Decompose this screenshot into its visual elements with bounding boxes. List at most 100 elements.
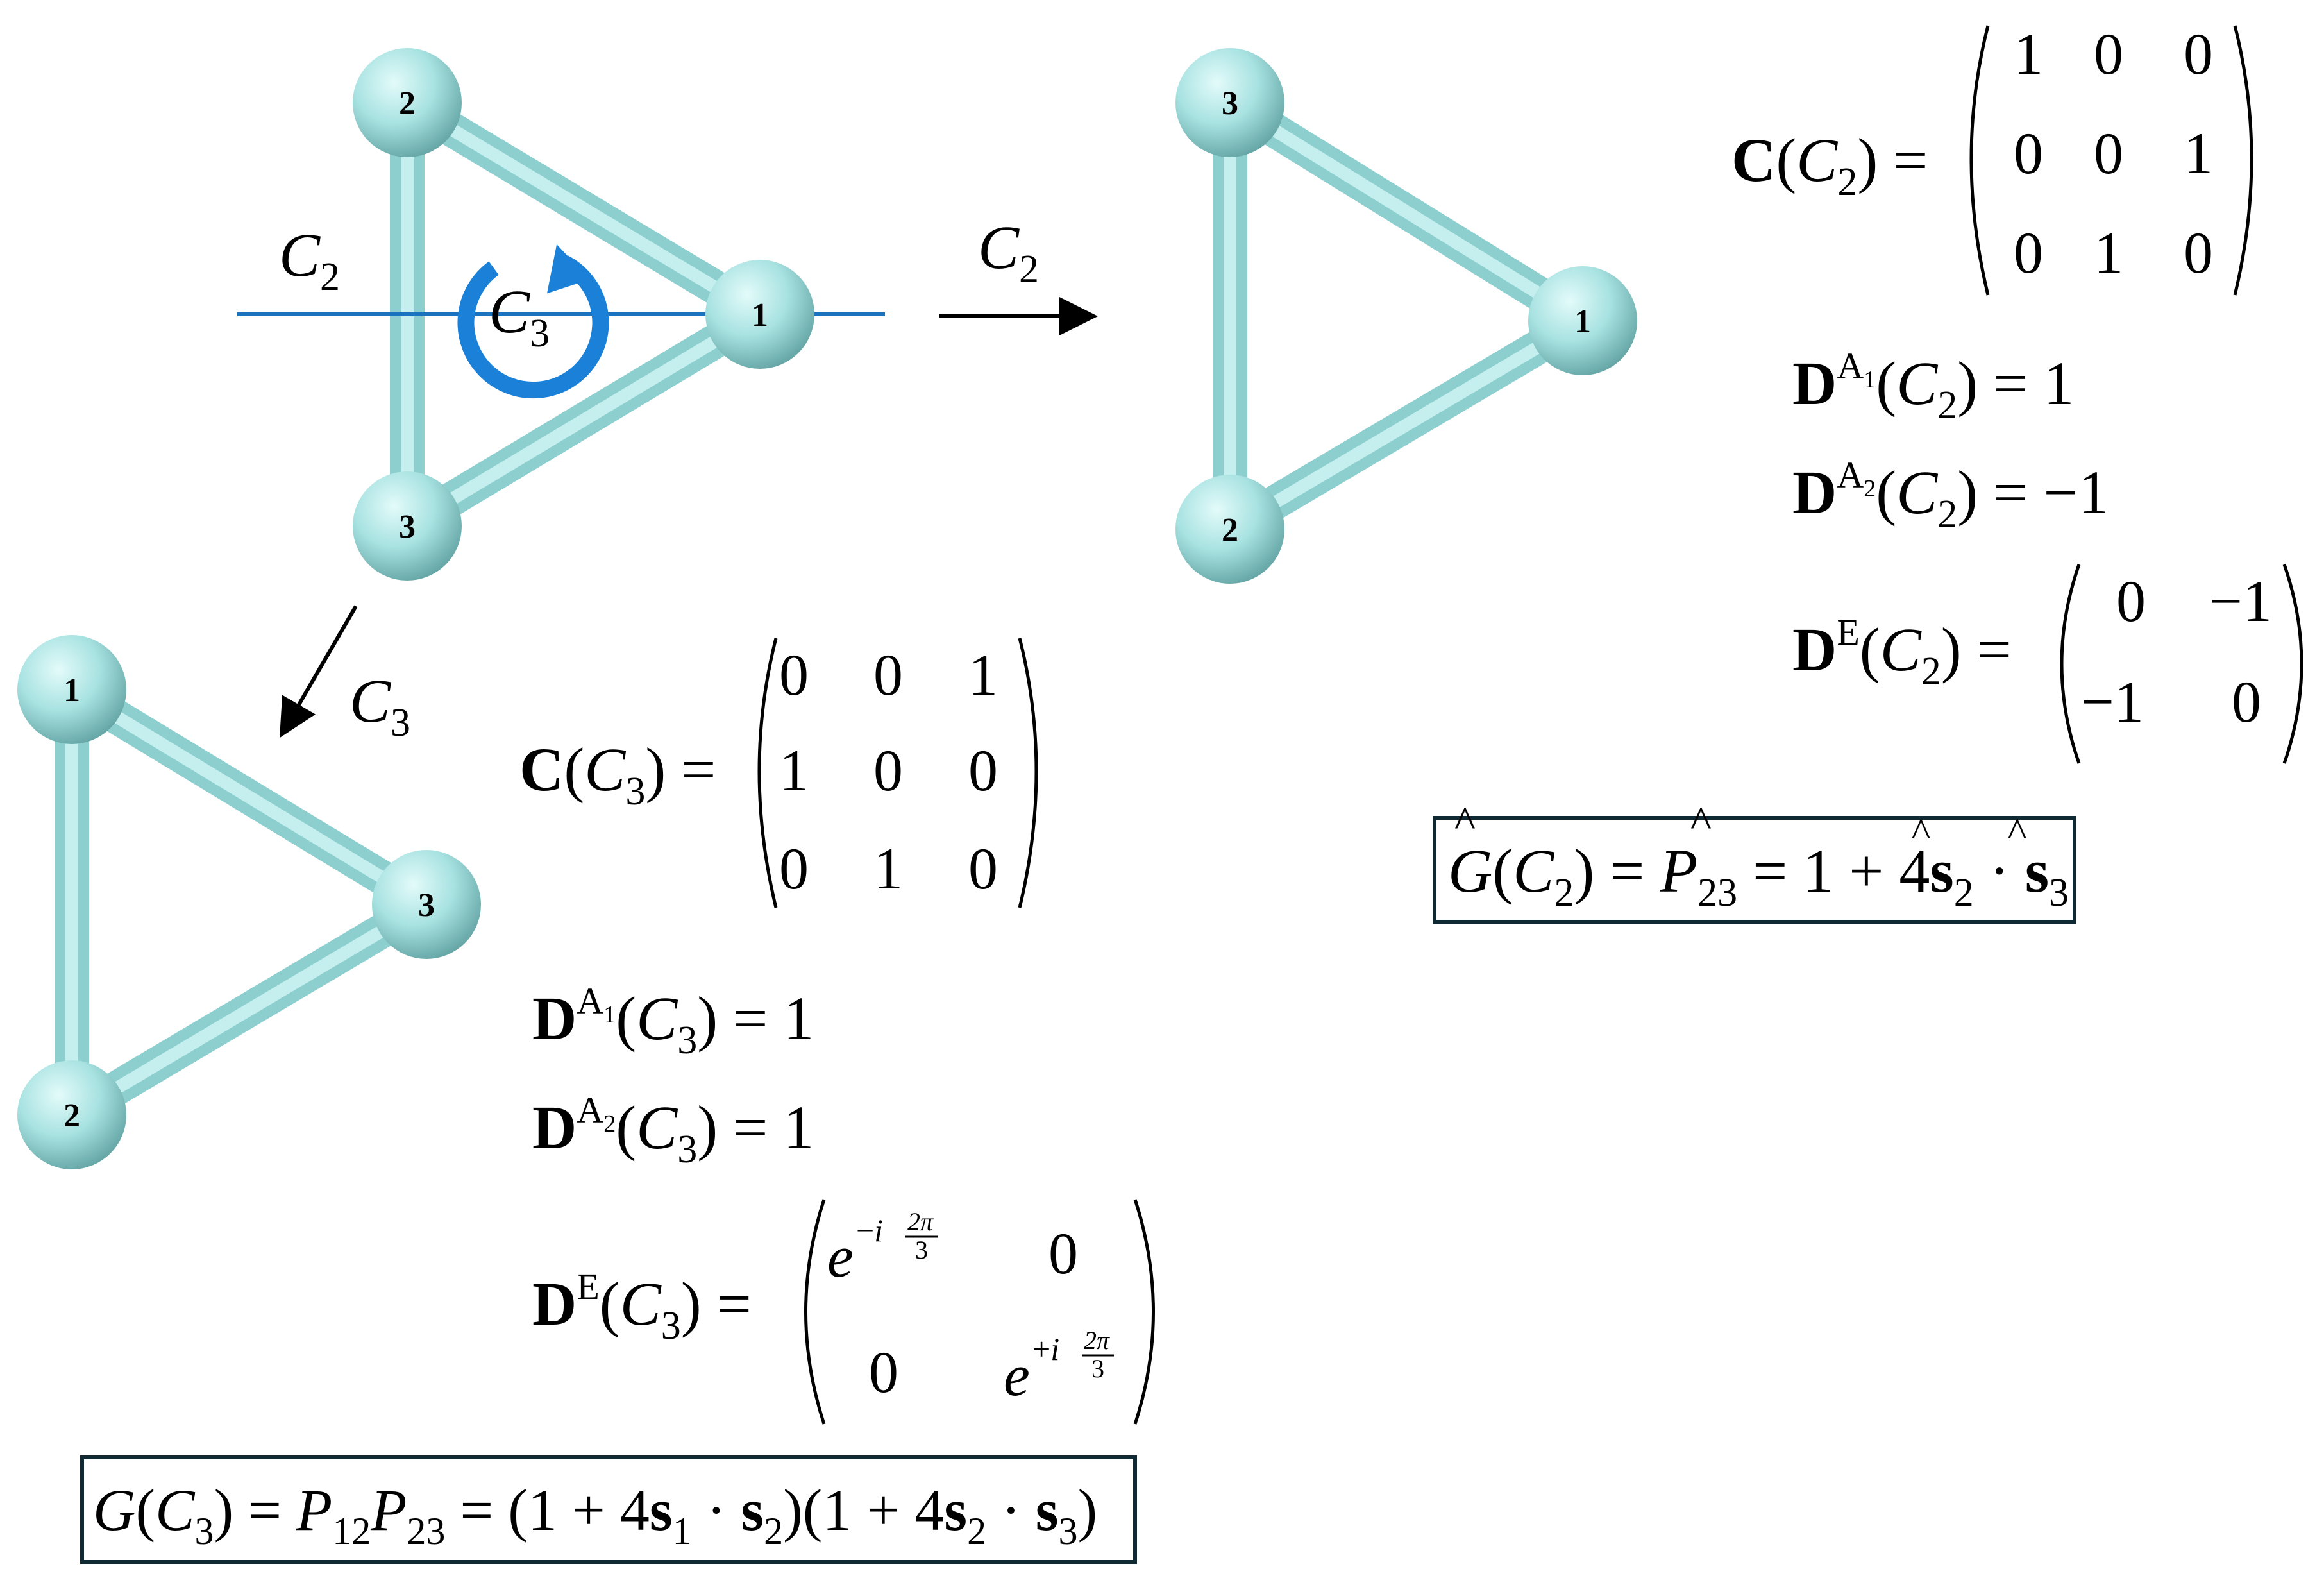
c2-matrix-right-paren — [2233, 25, 2253, 296]
atom-label: 2 — [399, 85, 416, 122]
matrix-cell: 0 — [779, 836, 809, 901]
atom-label: 1 — [63, 672, 80, 709]
hat-mark: ^ — [2008, 811, 2026, 854]
matrix-cell: 1 — [2094, 220, 2123, 285]
matrix-cell-exp-minus: e −i 2π 3 — [827, 1207, 938, 1289]
matrix-cell: −1 — [2209, 568, 2272, 634]
c3-matrix-lhs: C(C3) = — [519, 735, 716, 813]
matrix-cell: 0 — [2184, 220, 2213, 285]
atom-1: 1 — [705, 260, 814, 369]
matrix-cell: 1 — [873, 836, 903, 901]
c2-d-a1: DA1(C2) = 1 — [1792, 345, 2074, 427]
exp-sign-i: +i — [1032, 1331, 1059, 1367]
matrix-cell: 0 — [2232, 669, 2261, 734]
exp-frac-num: 2π — [907, 1207, 934, 1236]
c2-g-equation: G(C2) = P23 = 1 + 4s2 · s3 — [1448, 836, 2069, 915]
arrow-c3-line — [279, 605, 358, 738]
atom-2: 2 — [1175, 475, 1284, 584]
matrix-cell: −1 — [2081, 669, 2144, 734]
matrix-cell: 0 — [873, 642, 903, 708]
matrix-cell-exp-plus: e +i 2π 3 — [1004, 1326, 1114, 1408]
matrix-cell: 1 — [2184, 121, 2213, 186]
molecule-after-c3: 1 2 3 — [17, 635, 481, 1169]
arrow-c2: C2 — [939, 213, 1098, 335]
bond-highlight — [65, 898, 433, 1121]
c2-equations: C(C2) = 1 0 0 0 0 1 0 1 0 DA1(C2) = 1 DA… — [1433, 21, 2303, 924]
matrix-cell: 0 — [2094, 21, 2123, 87]
c3-de-left-paren — [804, 1199, 826, 1425]
molecule-original: C2 C3 2 3 1 — [237, 48, 885, 581]
bond-highlight — [1224, 314, 1589, 536]
atom-3: 3 — [372, 850, 481, 959]
atom-1: 1 — [17, 635, 126, 744]
hat-mark: ^ — [1690, 798, 1712, 847]
atom-label: 3 — [418, 887, 435, 924]
bond-2-1-highlight — [401, 96, 766, 321]
c3-de-right-paren — [1133, 1199, 1155, 1425]
c2-g-operator-box: G(C2) = P23 = 1 + 4s2 · s3 ^ ^ ^ ^ — [1433, 798, 2076, 924]
atom-label: 1 — [752, 297, 768, 334]
c3-equations: C(C3) = 0 0 1 1 0 0 0 1 0 DA1(C3) = 1 DA… — [80, 638, 1155, 1564]
c2-d-a2: DA2(C2) = −1 — [1792, 454, 2109, 536]
matrix-cell: 0 — [1048, 1221, 1078, 1286]
matrix-cell: 0 — [779, 642, 809, 708]
matrix-cell: 0 — [968, 836, 998, 901]
matrix-cell: 0 — [2014, 121, 2043, 186]
c3-d-a1: DA1(C3) = 1 — [532, 980, 814, 1062]
c3-rotation-label: C3 — [489, 277, 550, 355]
exp-frac-den: 3 — [1091, 1354, 1104, 1383]
atom-label: 3 — [1222, 85, 1238, 122]
arrow-c3-label: C3 — [349, 666, 410, 745]
matrix-cell: 0 — [968, 738, 998, 803]
exp-frac-den: 3 — [915, 1235, 928, 1264]
atom-label: 2 — [63, 1098, 80, 1134]
exp-sign-i: −i — [856, 1212, 883, 1248]
c3-d-a2: DA2(C3) = 1 — [532, 1089, 814, 1171]
matrix-cell: 0 — [2094, 121, 2123, 186]
c3-matrix-left-paren — [757, 638, 778, 908]
bond-3-1-highlight — [401, 308, 766, 532]
c3-d-e-lhs: DE(C3) = — [532, 1266, 752, 1348]
matrix-cell: 1 — [779, 738, 809, 803]
matrix-cell: 0 — [2014, 220, 2043, 285]
bond-highlight — [1224, 96, 1589, 327]
atom-2: 2 — [17, 1060, 126, 1169]
atom-label: 2 — [1222, 512, 1238, 548]
matrix-cell: 1 — [2014, 21, 2043, 87]
c2-de-right-paren — [2282, 564, 2303, 764]
bond-highlight — [65, 683, 433, 911]
c3-g-operator-box: G(C3) = P12P23 = (1 + 4s1 · s2)(1 + 4s2 … — [80, 1455, 1137, 1564]
atom-1: 1 — [1528, 266, 1637, 375]
c3-matrix-right-paren — [1018, 638, 1038, 908]
c2-matrix-left-paren — [1969, 25, 1990, 296]
matrix-cell: 1 — [968, 642, 998, 708]
arrow-c2-label: C2 — [978, 213, 1039, 291]
exp-frac-num: 2π — [1084, 1326, 1110, 1355]
c3-rotation-arc — [457, 255, 609, 399]
hat-mark: ^ — [1454, 798, 1476, 847]
c2-axis-label: C2 — [279, 221, 340, 299]
exp-base: e — [1004, 1343, 1030, 1408]
atom-3: 3 — [353, 471, 462, 581]
c3-permutation-matrix: C(C3) = 0 0 1 1 0 0 0 1 0 — [519, 638, 1038, 908]
c3-d-e: DE(C3) = e −i 2π 3 0 0 e +i 2π 3 — [532, 1199, 1155, 1425]
atom-2: 2 — [353, 48, 462, 157]
atom-label: 3 — [399, 509, 416, 545]
c3-g-equation: G(C3) = P12P23 = (1 + 4s1 · s2)(1 + 4s2 … — [93, 1477, 1097, 1552]
c2-d-e: DE(C2) = 0 −1 −1 0 — [1792, 564, 2303, 764]
c2-d-e-lhs: DE(C2) = — [1792, 611, 2012, 693]
c3-rotation-arrowhead — [546, 244, 590, 294]
atom-3: 3 — [1175, 48, 1284, 157]
hat-mark: ^ — [1912, 811, 1930, 854]
c2-box-frame — [1433, 816, 2076, 924]
c2-permutation-matrix: C(C2) = 1 0 0 0 0 1 0 1 0 — [1731, 21, 2253, 296]
c2-de-left-paren — [2060, 564, 2081, 764]
matrix-cell: 0 — [2184, 21, 2213, 87]
exp-base: e — [827, 1224, 854, 1289]
matrix-cell: 0 — [2116, 568, 2146, 634]
matrix-cell: 0 — [869, 1339, 898, 1405]
c2-matrix-lhs: C(C2) = — [1731, 126, 1928, 204]
arrow-c3: C3 — [279, 605, 410, 745]
